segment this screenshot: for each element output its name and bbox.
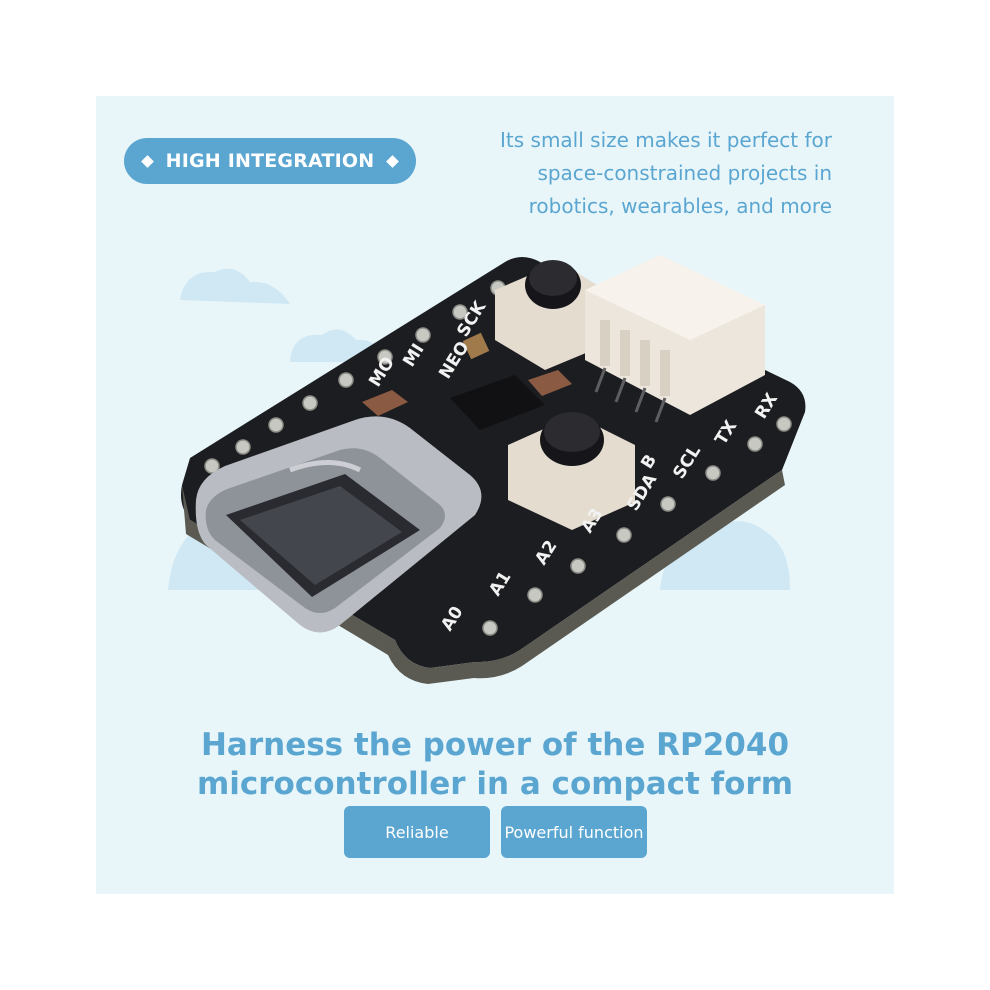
diamond-icon <box>140 154 154 168</box>
product-image: A0 A1 A2 A3 SDA SCL TX RX MO MI SCK NEO … <box>168 255 806 684</box>
headline-line: Harness the power of the RP2040 <box>200 727 790 763</box>
tagline-line: space-constrained projects in <box>537 161 832 185</box>
diamond-icon <box>386 154 400 168</box>
powerful-function-button[interactable]: Powerful function <box>501 806 647 858</box>
headline-line: microcontroller in a compact form <box>196 766 794 802</box>
usb-c-connector <box>195 416 482 633</box>
tagline-line: robotics, wearables, and more <box>528 194 832 218</box>
badge-label: HIGH INTEGRATION <box>165 150 375 172</box>
push-button <box>495 260 605 370</box>
push-button <box>508 412 635 530</box>
tagline-line: Its small size makes it perfect for <box>500 128 832 152</box>
smd-component <box>362 332 572 430</box>
high-integration-badge: HIGH INTEGRATION <box>124 138 416 184</box>
jst-connector <box>585 255 765 423</box>
reliable-button[interactable]: Reliable <box>344 806 490 858</box>
tagline: Its small size makes it perfect for spac… <box>412 124 832 223</box>
headline: Harness the power of the RP2040 microcon… <box>96 726 894 804</box>
